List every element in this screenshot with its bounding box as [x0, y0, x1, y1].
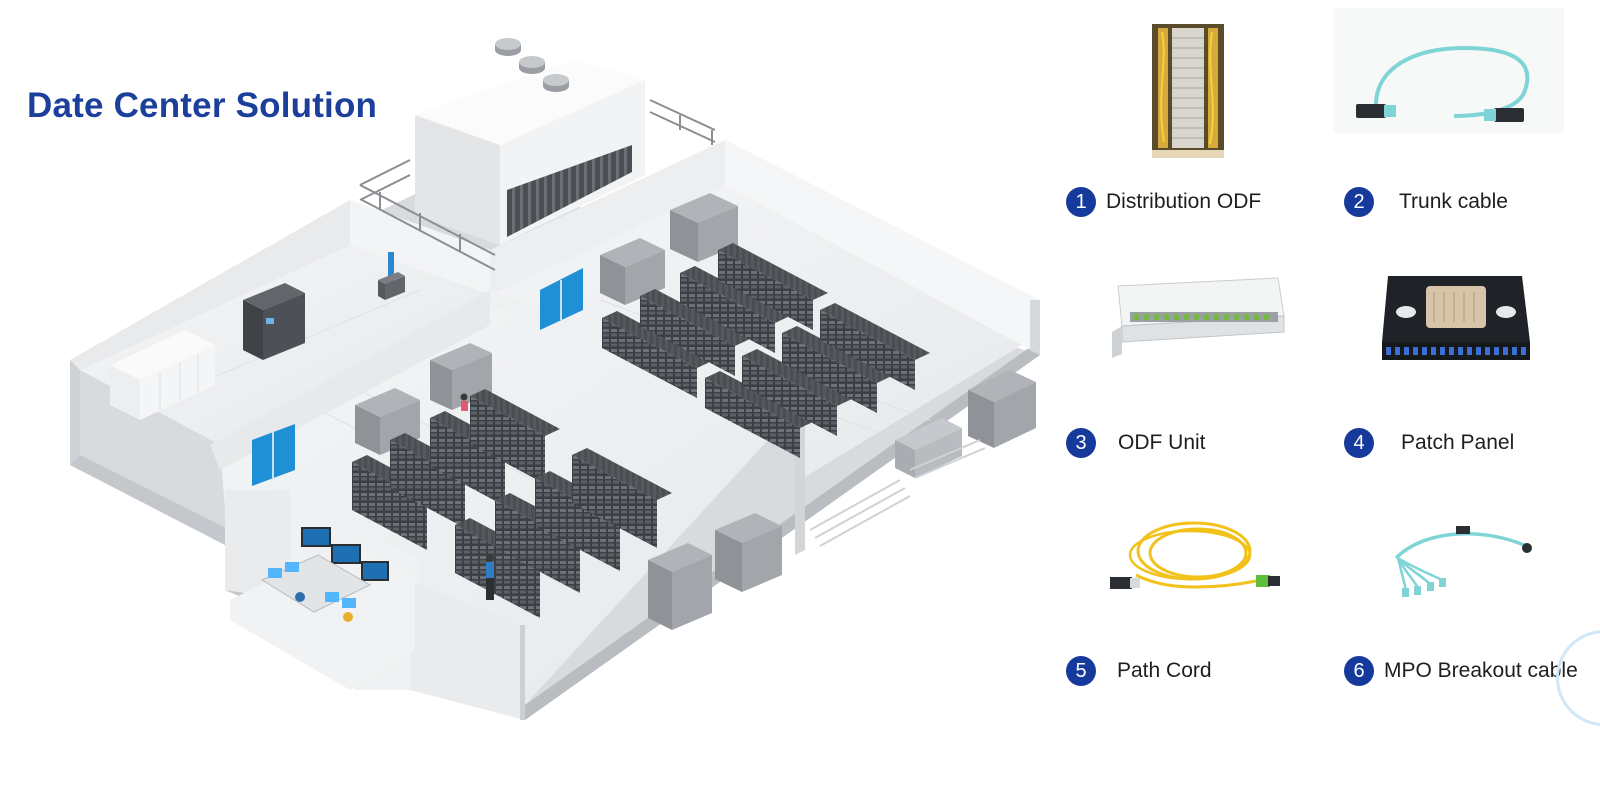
badge-number: 4 [1344, 428, 1374, 458]
data-center-illustration [70, 38, 1040, 720]
odf-unit-image [1112, 277, 1285, 358]
server-racks-hall [352, 389, 672, 618]
workers [460, 393, 494, 600]
product-label: Trunk cable [1399, 190, 1508, 213]
door-right [540, 268, 583, 330]
distribution-odf-image [1152, 24, 1224, 158]
product-label: MPO Breakout cable [1384, 659, 1578, 682]
control-room [230, 527, 415, 690]
product-label: ODF Unit [1118, 431, 1206, 454]
badge-number: 5 [1066, 656, 1096, 686]
page-title: Date Center Solution [27, 86, 378, 125]
badge-number: 2 [1344, 187, 1374, 217]
badge-number: 3 [1066, 428, 1096, 458]
electrical-panel [378, 252, 405, 300]
roof-railing [359, 99, 716, 271]
server-racks-right-hall [602, 243, 930, 458]
patch-cord-image [1110, 521, 1280, 589]
trunk-cable-image [1334, 8, 1564, 133]
outer-walls [70, 140, 1040, 465]
product-label: Distribution ODF [1106, 190, 1262, 213]
badge-number: 1 [1066, 187, 1096, 217]
ups-cabinet [243, 283, 305, 360]
access-ramp [809, 439, 986, 547]
badge-number: 6 [1344, 656, 1374, 686]
mpo-breakout-cable-image [1394, 526, 1532, 597]
power-cabinets [110, 330, 215, 420]
rooftop-hvac-unit [415, 38, 645, 245]
door-left [252, 424, 295, 486]
decorative-circle [1556, 630, 1600, 726]
product-label: Path Cord [1117, 659, 1212, 682]
product-label: Patch Panel [1401, 431, 1515, 454]
patch-panel-image [1382, 276, 1530, 360]
